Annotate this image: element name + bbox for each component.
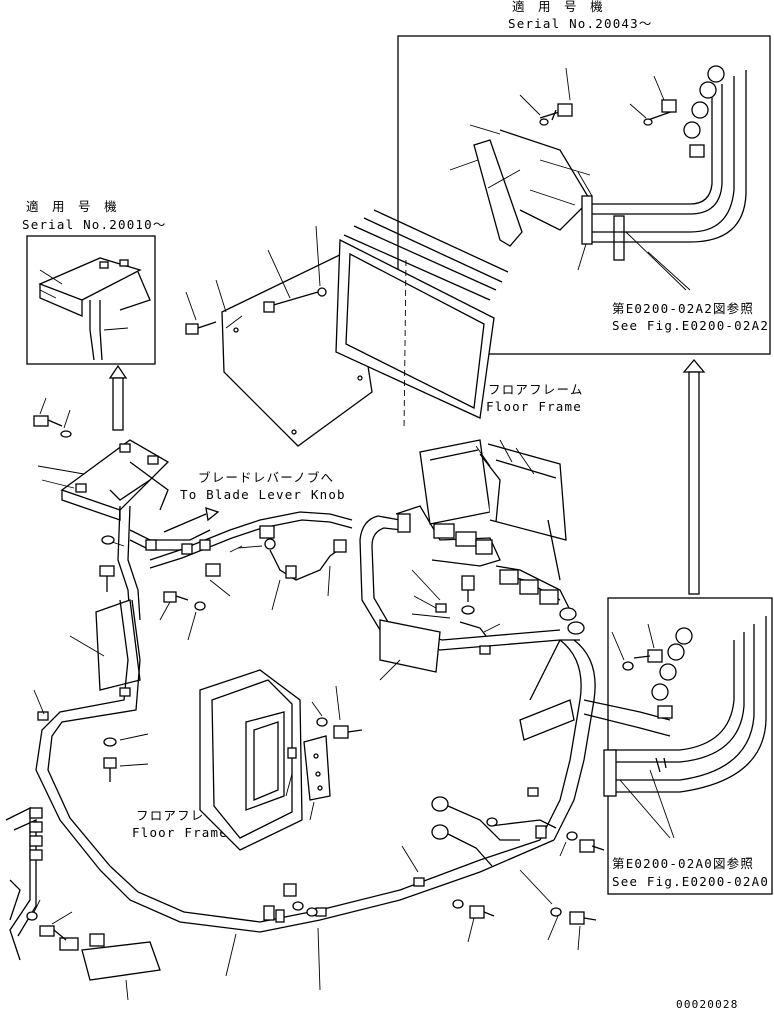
- blade-lever-label-jp: ブレードレバーノブへ: [198, 470, 335, 485]
- arrow-up-left-icon: [108, 364, 128, 431]
- floor-frame-lower: [199, 669, 363, 851]
- fig-ref-02a2-en: See Fig.E0200-02A2: [612, 318, 770, 333]
- center-connector-block: [379, 439, 585, 681]
- floor-frame-label-jp: フロアフレーム: [488, 382, 584, 397]
- main-harness-right: [259, 515, 671, 933]
- inset-br-pipes: [603, 616, 767, 839]
- inset-tr-serial-label: Serial No.20043～: [508, 16, 653, 31]
- left-connectors: [5, 806, 161, 1001]
- blade-lever-arrow-icon: [163, 507, 220, 533]
- inset-top-right-frame: [397, 35, 771, 355]
- cover-plate: [185, 209, 509, 447]
- blade-lever-harness: [145, 511, 353, 611]
- inset-tl-applicable-label: 適 用 号 機: [26, 199, 120, 214]
- inset-tr-leader-lines: [449, 67, 691, 291]
- bottom-connectors: [225, 796, 605, 991]
- inset-top-left-frame: [26, 235, 156, 365]
- drawing-number: 00020028: [676, 998, 739, 1011]
- inset-tl-bracket: [38, 257, 151, 361]
- arrow-up-right-icon: [682, 358, 706, 595]
- main-harness-left: [33, 599, 261, 933]
- fig-ref-02a0-en: See Fig.E0200-02A0: [612, 874, 770, 889]
- floor-frame-label-en: Floor Frame: [486, 399, 582, 414]
- inset-tr-applicable-label: 適 用 号 機: [512, 0, 606, 14]
- left-bracket-assembly: [33, 397, 211, 621]
- fig-ref-02a0-jp: 第E0200-02A0図参照: [612, 856, 755, 871]
- blade-lever-label-en: To Blade Lever Knob: [180, 487, 346, 502]
- cover-leader-lines: [185, 225, 321, 329]
- inset-tr-bracket-assembly: [473, 65, 747, 261]
- bolts-left-middle: [99, 535, 206, 641]
- floor-frame-2-label-en: Floor Frame: [132, 825, 228, 840]
- fig-ref-02a2-jp: 第E0200-02A2図参照: [612, 301, 755, 316]
- inset-bottom-right-frame: [607, 597, 773, 895]
- inset-tl-serial-label: Serial No.20010～: [22, 217, 167, 232]
